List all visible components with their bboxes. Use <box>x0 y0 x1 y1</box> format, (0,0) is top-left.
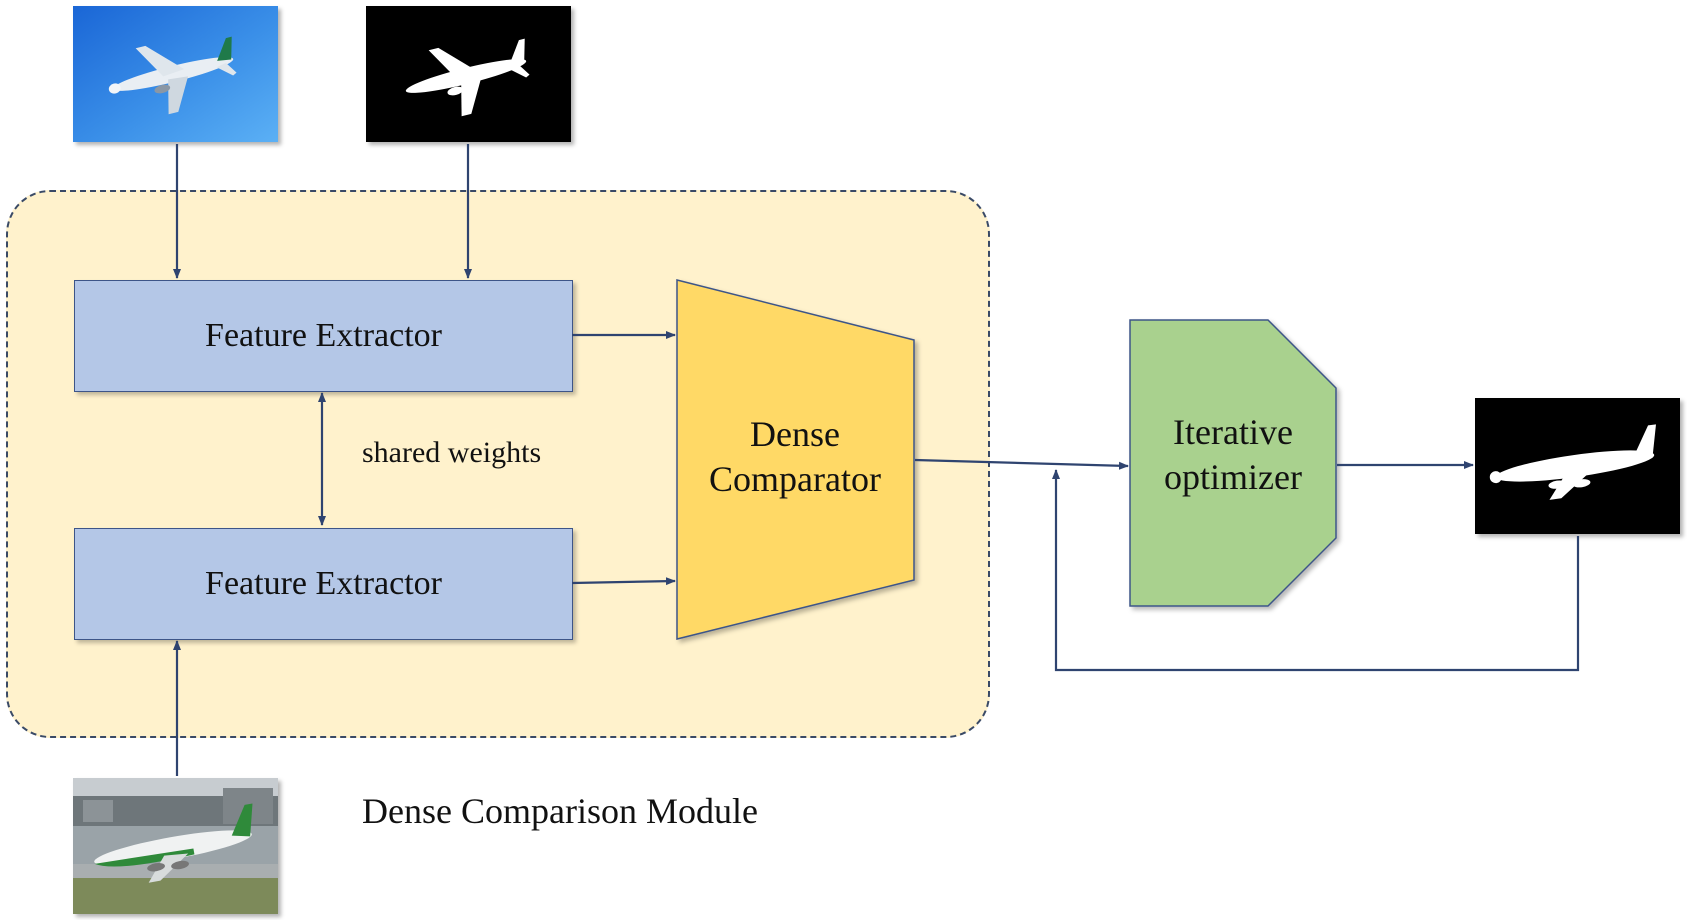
dense-comparator-label-line2: Comparator <box>709 459 881 499</box>
predicted-mask <box>1475 398 1680 534</box>
arrow-fe-bottom-to-comparator <box>571 577 676 586</box>
dense-comparator-label: Dense Comparator <box>680 412 910 502</box>
query-image <box>73 778 278 914</box>
iterative-optimizer-label: Iterative optimizer <box>1130 410 1336 500</box>
support-mask <box>366 6 571 142</box>
dense-comparison-module-caption: Dense Comparison Module <box>362 791 758 831</box>
airplane-runway-photo-icon <box>73 778 278 914</box>
arrow-comparator-to-optimizer <box>914 458 1129 470</box>
feature-extractor-bottom-label: Feature Extractor <box>205 565 442 602</box>
iterative-optimizer-label-line2: optimizer <box>1164 457 1302 497</box>
airplane-sky-photo-icon <box>73 6 278 142</box>
iterative-optimizer-block <box>1129 319 1337 607</box>
feature-extractor-bottom: Feature Extractor <box>74 528 573 640</box>
shared-weights-label: shared weights <box>362 436 542 469</box>
iterative-optimizer-label-line1: Iterative <box>1173 412 1293 452</box>
feature-extractor-top: Feature Extractor <box>74 280 573 392</box>
feature-extractor-top-label: Feature Extractor <box>205 317 442 354</box>
airplane-mask-icon <box>366 6 571 142</box>
arrow-feedback-loop <box>1052 469 1580 672</box>
support-image <box>73 6 278 142</box>
predicted-airplane-mask-icon <box>1475 398 1680 534</box>
dense-comparator-label-line1: Dense <box>750 414 840 454</box>
dense-comparator-block <box>676 279 915 640</box>
